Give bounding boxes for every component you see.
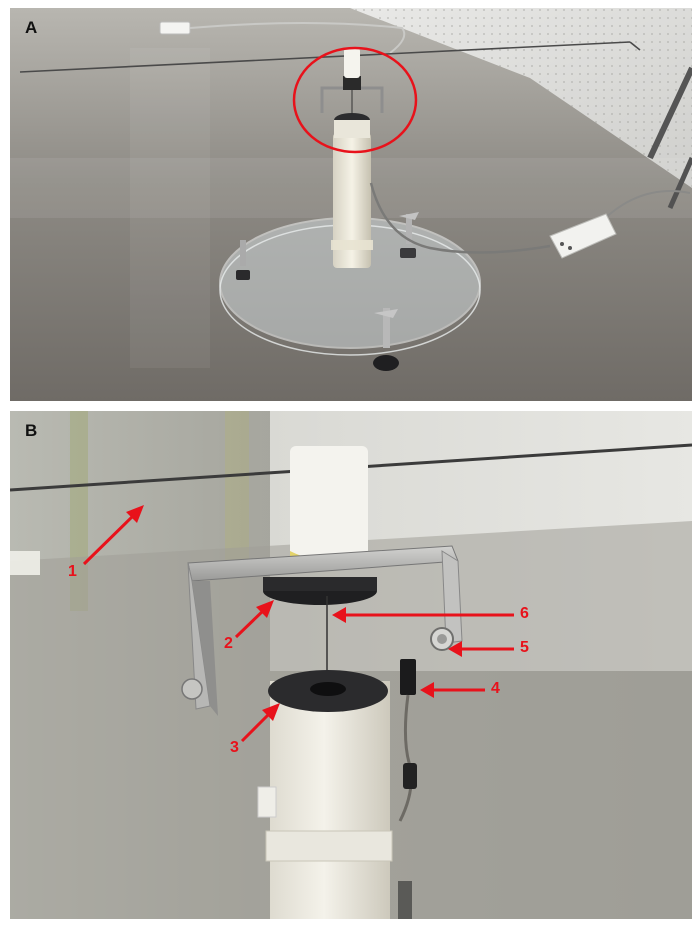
callout-4: 4 (491, 680, 500, 697)
panel-a-photo: A (10, 8, 692, 401)
leveling-screw (373, 308, 399, 371)
sample-holder-tube (333, 133, 371, 268)
connector-plug (159, 21, 191, 35)
bracket-screw-left (181, 678, 203, 700)
needle-rod (19, 41, 631, 73)
white-cap (290, 446, 368, 564)
panel-b-scene (10, 411, 692, 919)
callout-5: 5 (520, 639, 529, 656)
callout-arrows (82, 505, 514, 743)
panel-a-scene (10, 8, 692, 401)
callout-6: 6 (520, 605, 529, 622)
panel-b-photo: B 1 2 3 4 5 6 (10, 411, 692, 919)
leveling-screw (236, 240, 250, 280)
panel-label-a: A (25, 18, 38, 37)
cable-tie (265, 830, 393, 862)
sensor-connector-box (549, 213, 617, 259)
leveling-screw (399, 212, 419, 258)
callout-2: 2 (224, 635, 233, 652)
white-cap (344, 48, 360, 78)
highlight-circle (292, 46, 418, 154)
metal-bracket (187, 545, 463, 716)
sample-holder-tube (270, 681, 390, 919)
sensor-cable (369, 182, 551, 254)
panel-label-b: B (25, 421, 38, 440)
temperature-sensor (398, 659, 417, 919)
callout-1: 1 (68, 563, 77, 580)
callout-3: 3 (230, 739, 239, 756)
